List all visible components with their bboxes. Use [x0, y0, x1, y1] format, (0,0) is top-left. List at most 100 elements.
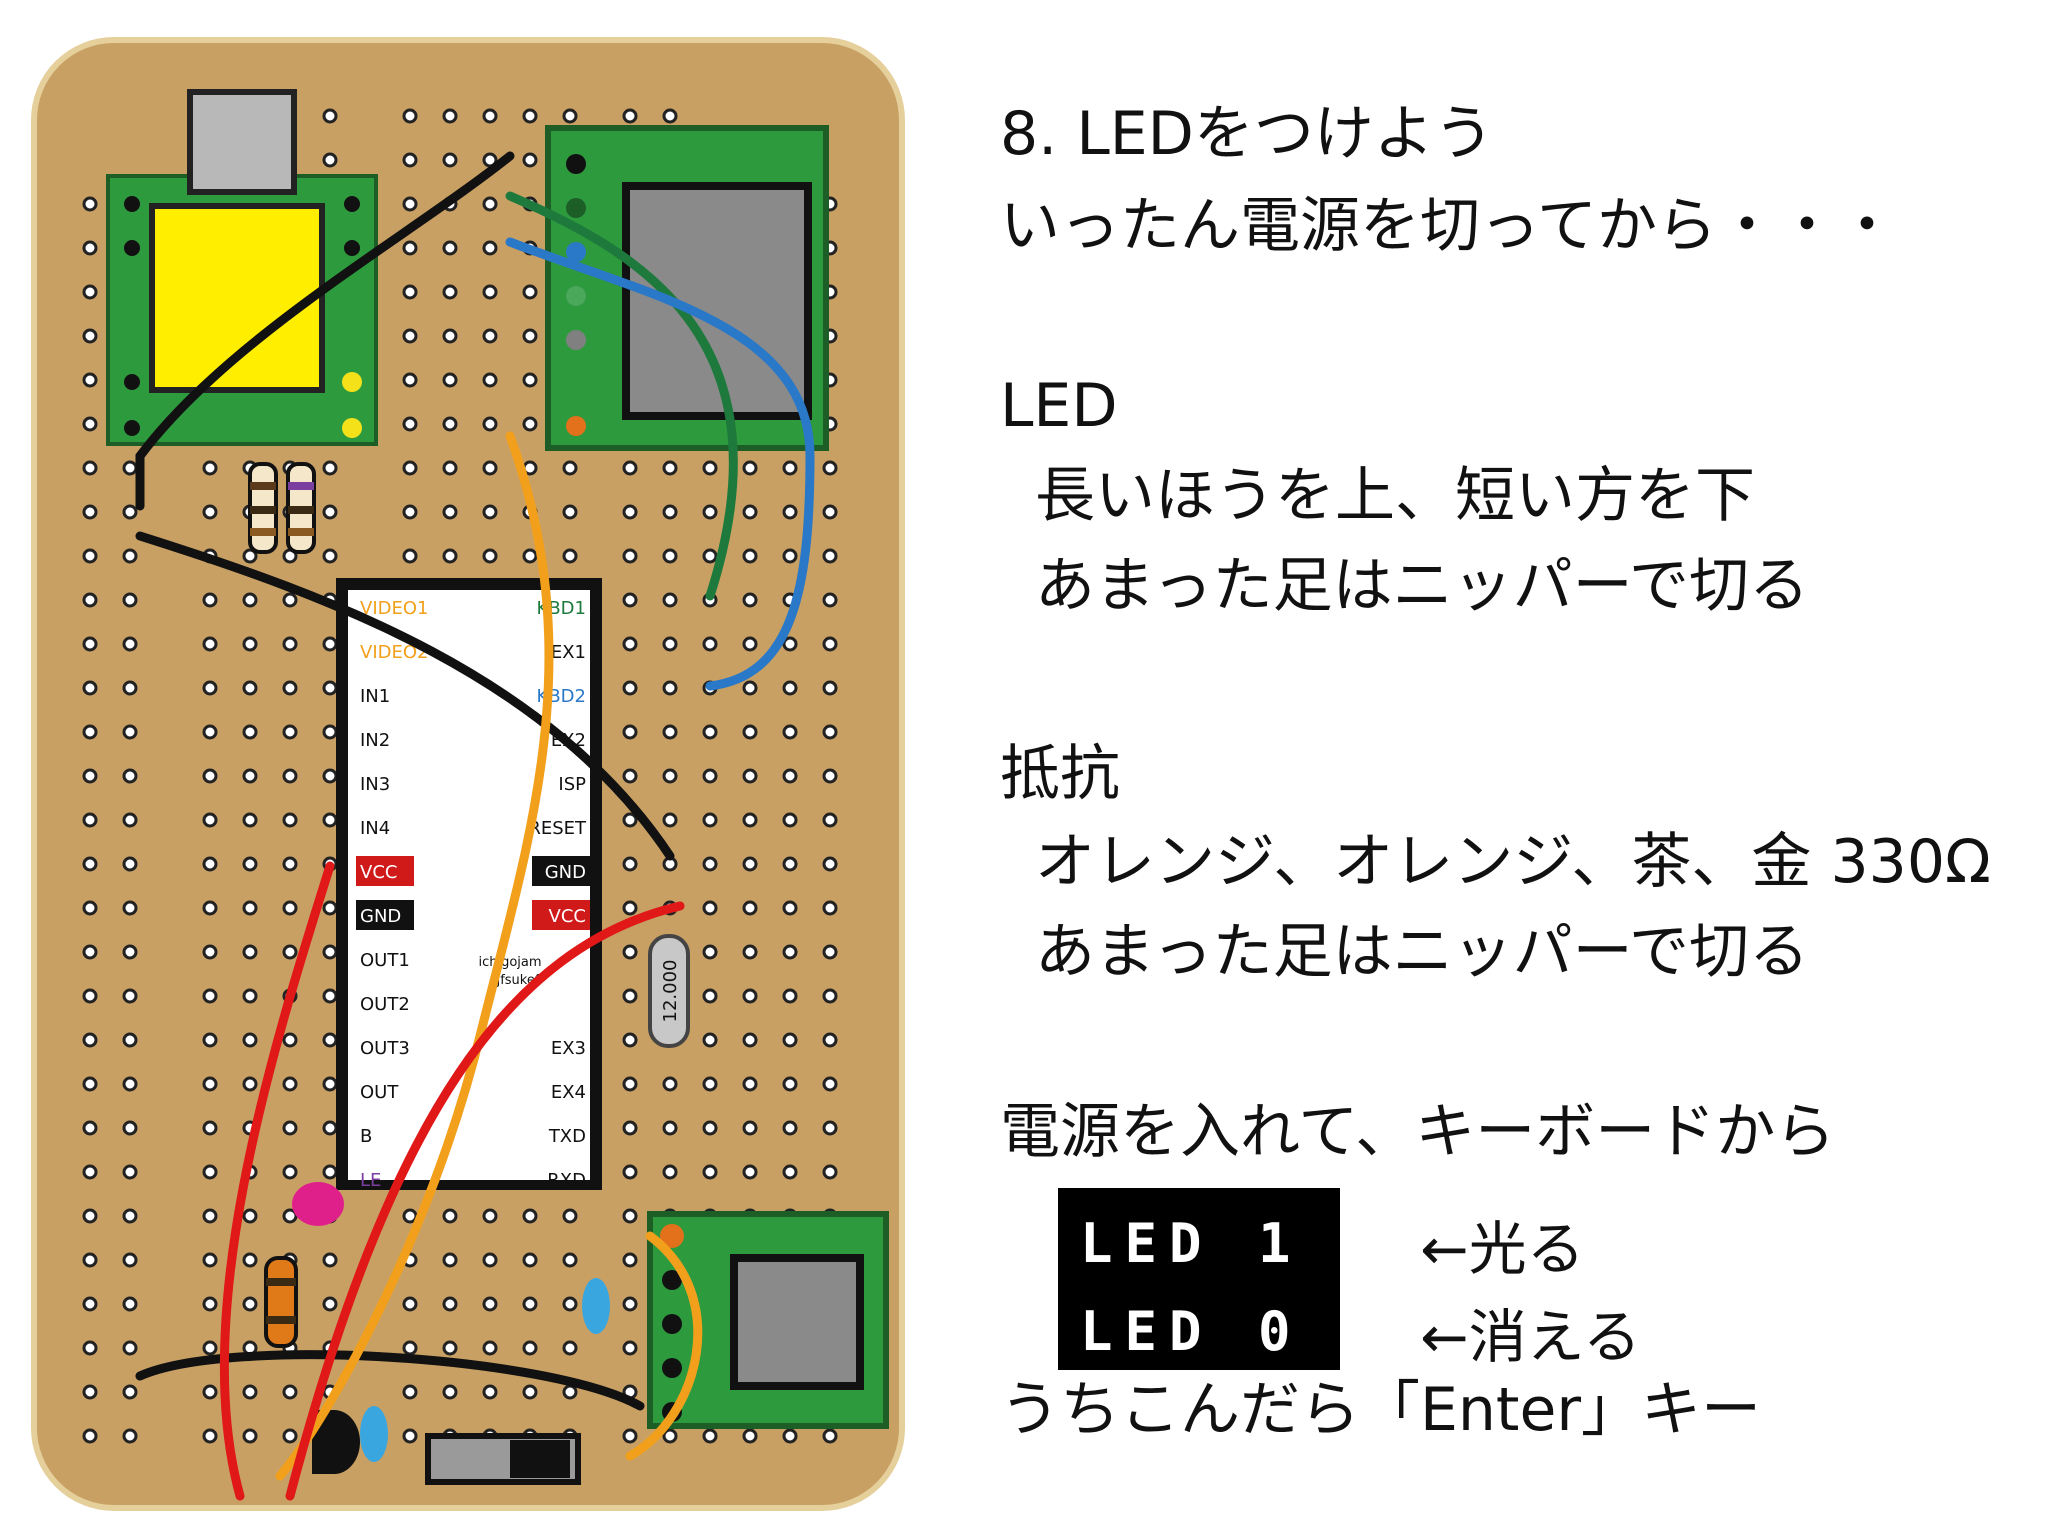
perfboard-hole [622, 504, 638, 520]
perfboard-hole [122, 1032, 138, 1048]
perfboard-hole [402, 240, 418, 256]
perfboard-hole [822, 1120, 838, 1136]
perfboard-hole [622, 900, 638, 916]
perfboard-hole [202, 1120, 218, 1136]
perfboard-hole [622, 108, 638, 124]
perfboard-hole [202, 856, 218, 872]
wire-orange-1 [275, 431, 554, 1481]
perfboard-hole [522, 372, 538, 388]
ic-pin-label-right-11: EX4 [551, 1082, 586, 1103]
perfboard-hole [742, 1164, 758, 1180]
perfboard-hole [442, 1340, 458, 1356]
perfboard-hole [122, 768, 138, 784]
perfboard-hole [562, 1252, 578, 1268]
ic-pin-label-left-2: IN1 [360, 686, 390, 707]
ic-credit-1: ichigojam [478, 955, 541, 970]
perfboard-hole [282, 1164, 298, 1180]
perfboard-hole [122, 944, 138, 960]
perfboard-hole [522, 1296, 538, 1312]
perfboard-hole [282, 636, 298, 652]
perfboard-hole [702, 504, 718, 520]
perfboard-hole [322, 1252, 338, 1268]
perfboard-hole [322, 636, 338, 652]
perfboard-hole [822, 812, 838, 828]
perfboard-hole [482, 1384, 498, 1400]
perfboard-hole [482, 1252, 498, 1268]
perfboard-hole [522, 1384, 538, 1400]
perfboard-hole [202, 636, 218, 652]
perfboard-hole [82, 328, 98, 344]
perfboard-hole [742, 460, 758, 476]
perfboard-hole [82, 988, 98, 1004]
perfboard-hole [622, 1252, 638, 1268]
perfboard-hole [402, 504, 418, 520]
perfboard-hole [622, 548, 638, 564]
perfboard-hole [122, 680, 138, 696]
perfboard-hole [82, 636, 98, 652]
perfboard-hole [242, 812, 258, 828]
perfboard-hole [522, 1252, 538, 1268]
perfboard-hole [402, 196, 418, 212]
perfboard-hole [282, 1208, 298, 1224]
perfboard-hole [122, 1296, 138, 1312]
perfboard-hole [562, 108, 578, 124]
perfboard-hole [82, 240, 98, 256]
perfboard-hole [202, 1428, 218, 1444]
perfboard-hole [202, 1208, 218, 1224]
perfboard-hole [242, 724, 258, 740]
perfboard-hole [442, 372, 458, 388]
perfboard-hole [202, 1032, 218, 1048]
perfboard-hole [82, 1164, 98, 1180]
perfboard-hole [482, 1208, 498, 1224]
perfboard-hole [622, 1428, 638, 1444]
ic-pin-label-right-5: RESET [528, 818, 587, 839]
perfboard-hole [562, 1296, 578, 1312]
perfboard-hole [402, 1296, 418, 1312]
perfboard-hole [82, 1252, 98, 1268]
perfboard-hole [742, 1120, 758, 1136]
perfboard-hole [202, 944, 218, 960]
perfboard-hole [82, 372, 98, 388]
led-title: LED [1000, 371, 1118, 441]
perfboard-hole [122, 1428, 138, 1444]
step-heading: 8. LEDをつけよう [1000, 99, 1494, 169]
perfboard-hole [322, 152, 338, 168]
perfboard-hole [622, 812, 638, 828]
ic-pin-label-left-9: OUT2 [360, 994, 410, 1015]
perfboard-hole [122, 856, 138, 872]
perfboard-hole [82, 416, 98, 432]
perfboard-hole [282, 680, 298, 696]
perfboard-hole [82, 900, 98, 916]
perfboard-hole [622, 1164, 638, 1180]
perfboard-hole [662, 1428, 678, 1444]
perfboard-hole [322, 944, 338, 960]
perfboard-hole [482, 284, 498, 300]
perfboard-hole [402, 1384, 418, 1400]
perfboard-hole [442, 548, 458, 564]
perfboard-hole [282, 724, 298, 740]
ic-left-pin-labels: VIDEO1VIDEO2IN1IN2IN3IN4VCCGNDOUT1OUT2OU… [356, 598, 428, 1191]
perfboard-hole [702, 548, 718, 564]
perfboard-hole [82, 592, 98, 608]
perfboard-hole [122, 1384, 138, 1400]
perfboard-hole [202, 680, 218, 696]
ic-pin-label-left-12: B [360, 1126, 372, 1147]
perfboard-hole [522, 1208, 538, 1224]
ic-pin-label-left-4: IN3 [360, 774, 390, 795]
perfboard-hole [122, 1252, 138, 1268]
perfboard-hole [782, 856, 798, 872]
perfboard-hole [402, 460, 418, 476]
crystal [648, 934, 690, 1048]
perfboard-hole [822, 1428, 838, 1444]
ic-pin-label-right-10: EX3 [551, 1038, 586, 1059]
perfboard-hole [442, 504, 458, 520]
perfboard-hole [242, 1296, 258, 1312]
perfboard-hole [822, 900, 838, 916]
perfboard-hole [782, 1032, 798, 1048]
perfboard-hole [122, 1208, 138, 1224]
perfboard-hole [282, 1428, 298, 1444]
perfboard-hole [622, 988, 638, 1004]
perfboard-hole [482, 504, 498, 520]
ic-pin-label-left-5: IN4 [360, 818, 390, 839]
